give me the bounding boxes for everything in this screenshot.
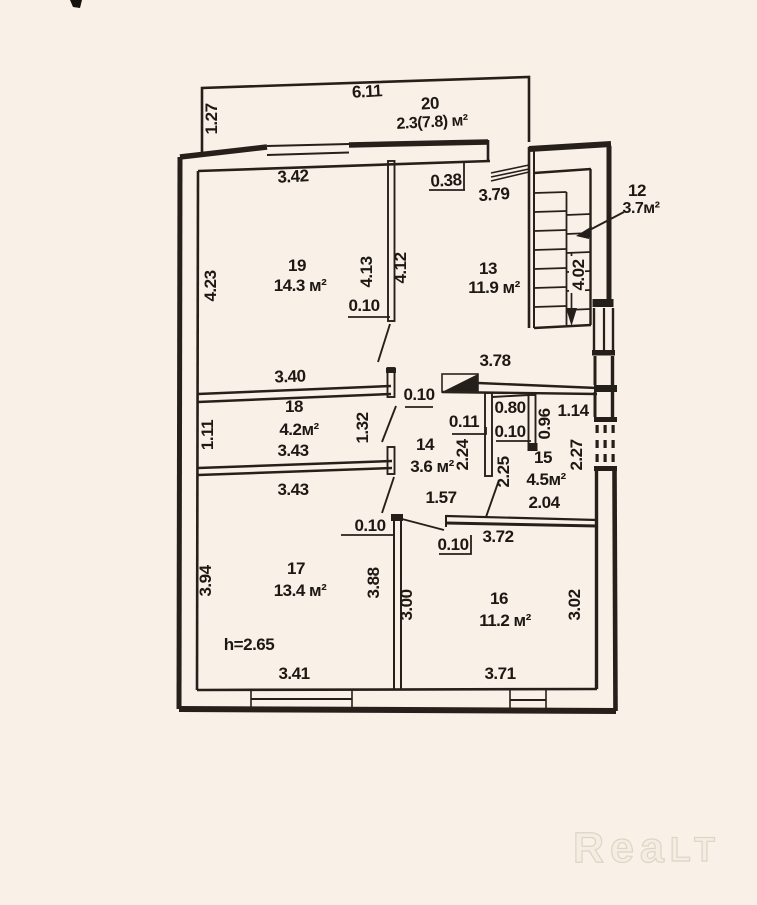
- svg-text:1.14: 1.14: [557, 401, 589, 420]
- svg-text:0.11: 0.11: [449, 412, 479, 431]
- svg-text:3.43: 3.43: [277, 480, 308, 499]
- svg-text:2.24: 2.24: [453, 438, 472, 470]
- svg-text:1.32: 1.32: [353, 412, 372, 443]
- svg-text:h=2.65: h=2.65: [224, 635, 274, 654]
- svg-text:3.78: 3.78: [479, 351, 510, 370]
- svg-text:3.7м²: 3.7м²: [623, 200, 660, 217]
- svg-text:0.38: 0.38: [430, 170, 462, 191]
- svg-text:3.00: 3.00: [397, 589, 416, 620]
- svg-text:6.11: 6.11: [351, 81, 382, 102]
- svg-text:3.88: 3.88: [364, 567, 383, 598]
- svg-text:13: 13: [479, 259, 497, 278]
- svg-text:0.10: 0.10: [348, 296, 379, 315]
- svg-text:17: 17: [287, 559, 305, 578]
- svg-text:14.3 м²: 14.3 м²: [274, 276, 327, 295]
- svg-text:0.10: 0.10: [494, 422, 525, 441]
- svg-text:14: 14: [416, 435, 435, 454]
- svg-text:3.71: 3.71: [484, 664, 515, 683]
- svg-text:3.42: 3.42: [277, 166, 309, 187]
- svg-text:3.72: 3.72: [482, 527, 513, 546]
- svg-text:4.23: 4.23: [201, 270, 220, 301]
- svg-text:15: 15: [534, 448, 552, 467]
- svg-text:3.02: 3.02: [565, 589, 584, 620]
- svg-text:2.04: 2.04: [528, 493, 560, 512]
- svg-text:3.94: 3.94: [196, 564, 215, 596]
- svg-text:1.27: 1.27: [202, 103, 221, 134]
- svg-text:19: 19: [288, 256, 306, 275]
- svg-text:0.10: 0.10: [437, 535, 468, 554]
- svg-text:4.12: 4.12: [391, 252, 410, 283]
- svg-text:16: 16: [490, 589, 508, 608]
- svg-text:4.13: 4.13: [357, 256, 376, 287]
- svg-text:0.10: 0.10: [354, 516, 385, 535]
- svg-text:2.27: 2.27: [567, 439, 586, 470]
- svg-text:11.2 м²: 11.2 м²: [479, 611, 531, 630]
- svg-text:11.9 м²: 11.9 м²: [468, 278, 520, 297]
- svg-text:20: 20: [421, 94, 440, 114]
- svg-text:12: 12: [628, 181, 646, 200]
- svg-text:18: 18: [285, 397, 303, 416]
- svg-text:4.5м²: 4.5м²: [526, 470, 566, 489]
- svg-text:1.11: 1.11: [198, 420, 217, 450]
- svg-text:2.25: 2.25: [494, 456, 513, 487]
- svg-text:3.6 м²: 3.6 м²: [410, 457, 454, 476]
- svg-text:3.43: 3.43: [277, 441, 308, 460]
- svg-text:3.40: 3.40: [274, 366, 306, 386]
- svg-text:0.96: 0.96: [535, 408, 554, 439]
- svg-text:0.10: 0.10: [403, 385, 434, 404]
- svg-text:3.41: 3.41: [278, 664, 309, 683]
- svg-text:1.57: 1.57: [425, 488, 456, 507]
- svg-text:4.02: 4.02: [569, 259, 588, 290]
- svg-text:0.80: 0.80: [494, 398, 525, 417]
- svg-text:3.79: 3.79: [478, 184, 510, 205]
- svg-text:4.2м²: 4.2м²: [279, 420, 319, 439]
- svg-text:13.4 м²: 13.4 м²: [274, 581, 327, 600]
- svg-text:ReaLT: ReaLT: [573, 824, 721, 872]
- svg-text:2.3(7.8) м²: 2.3(7.8) м²: [396, 112, 468, 133]
